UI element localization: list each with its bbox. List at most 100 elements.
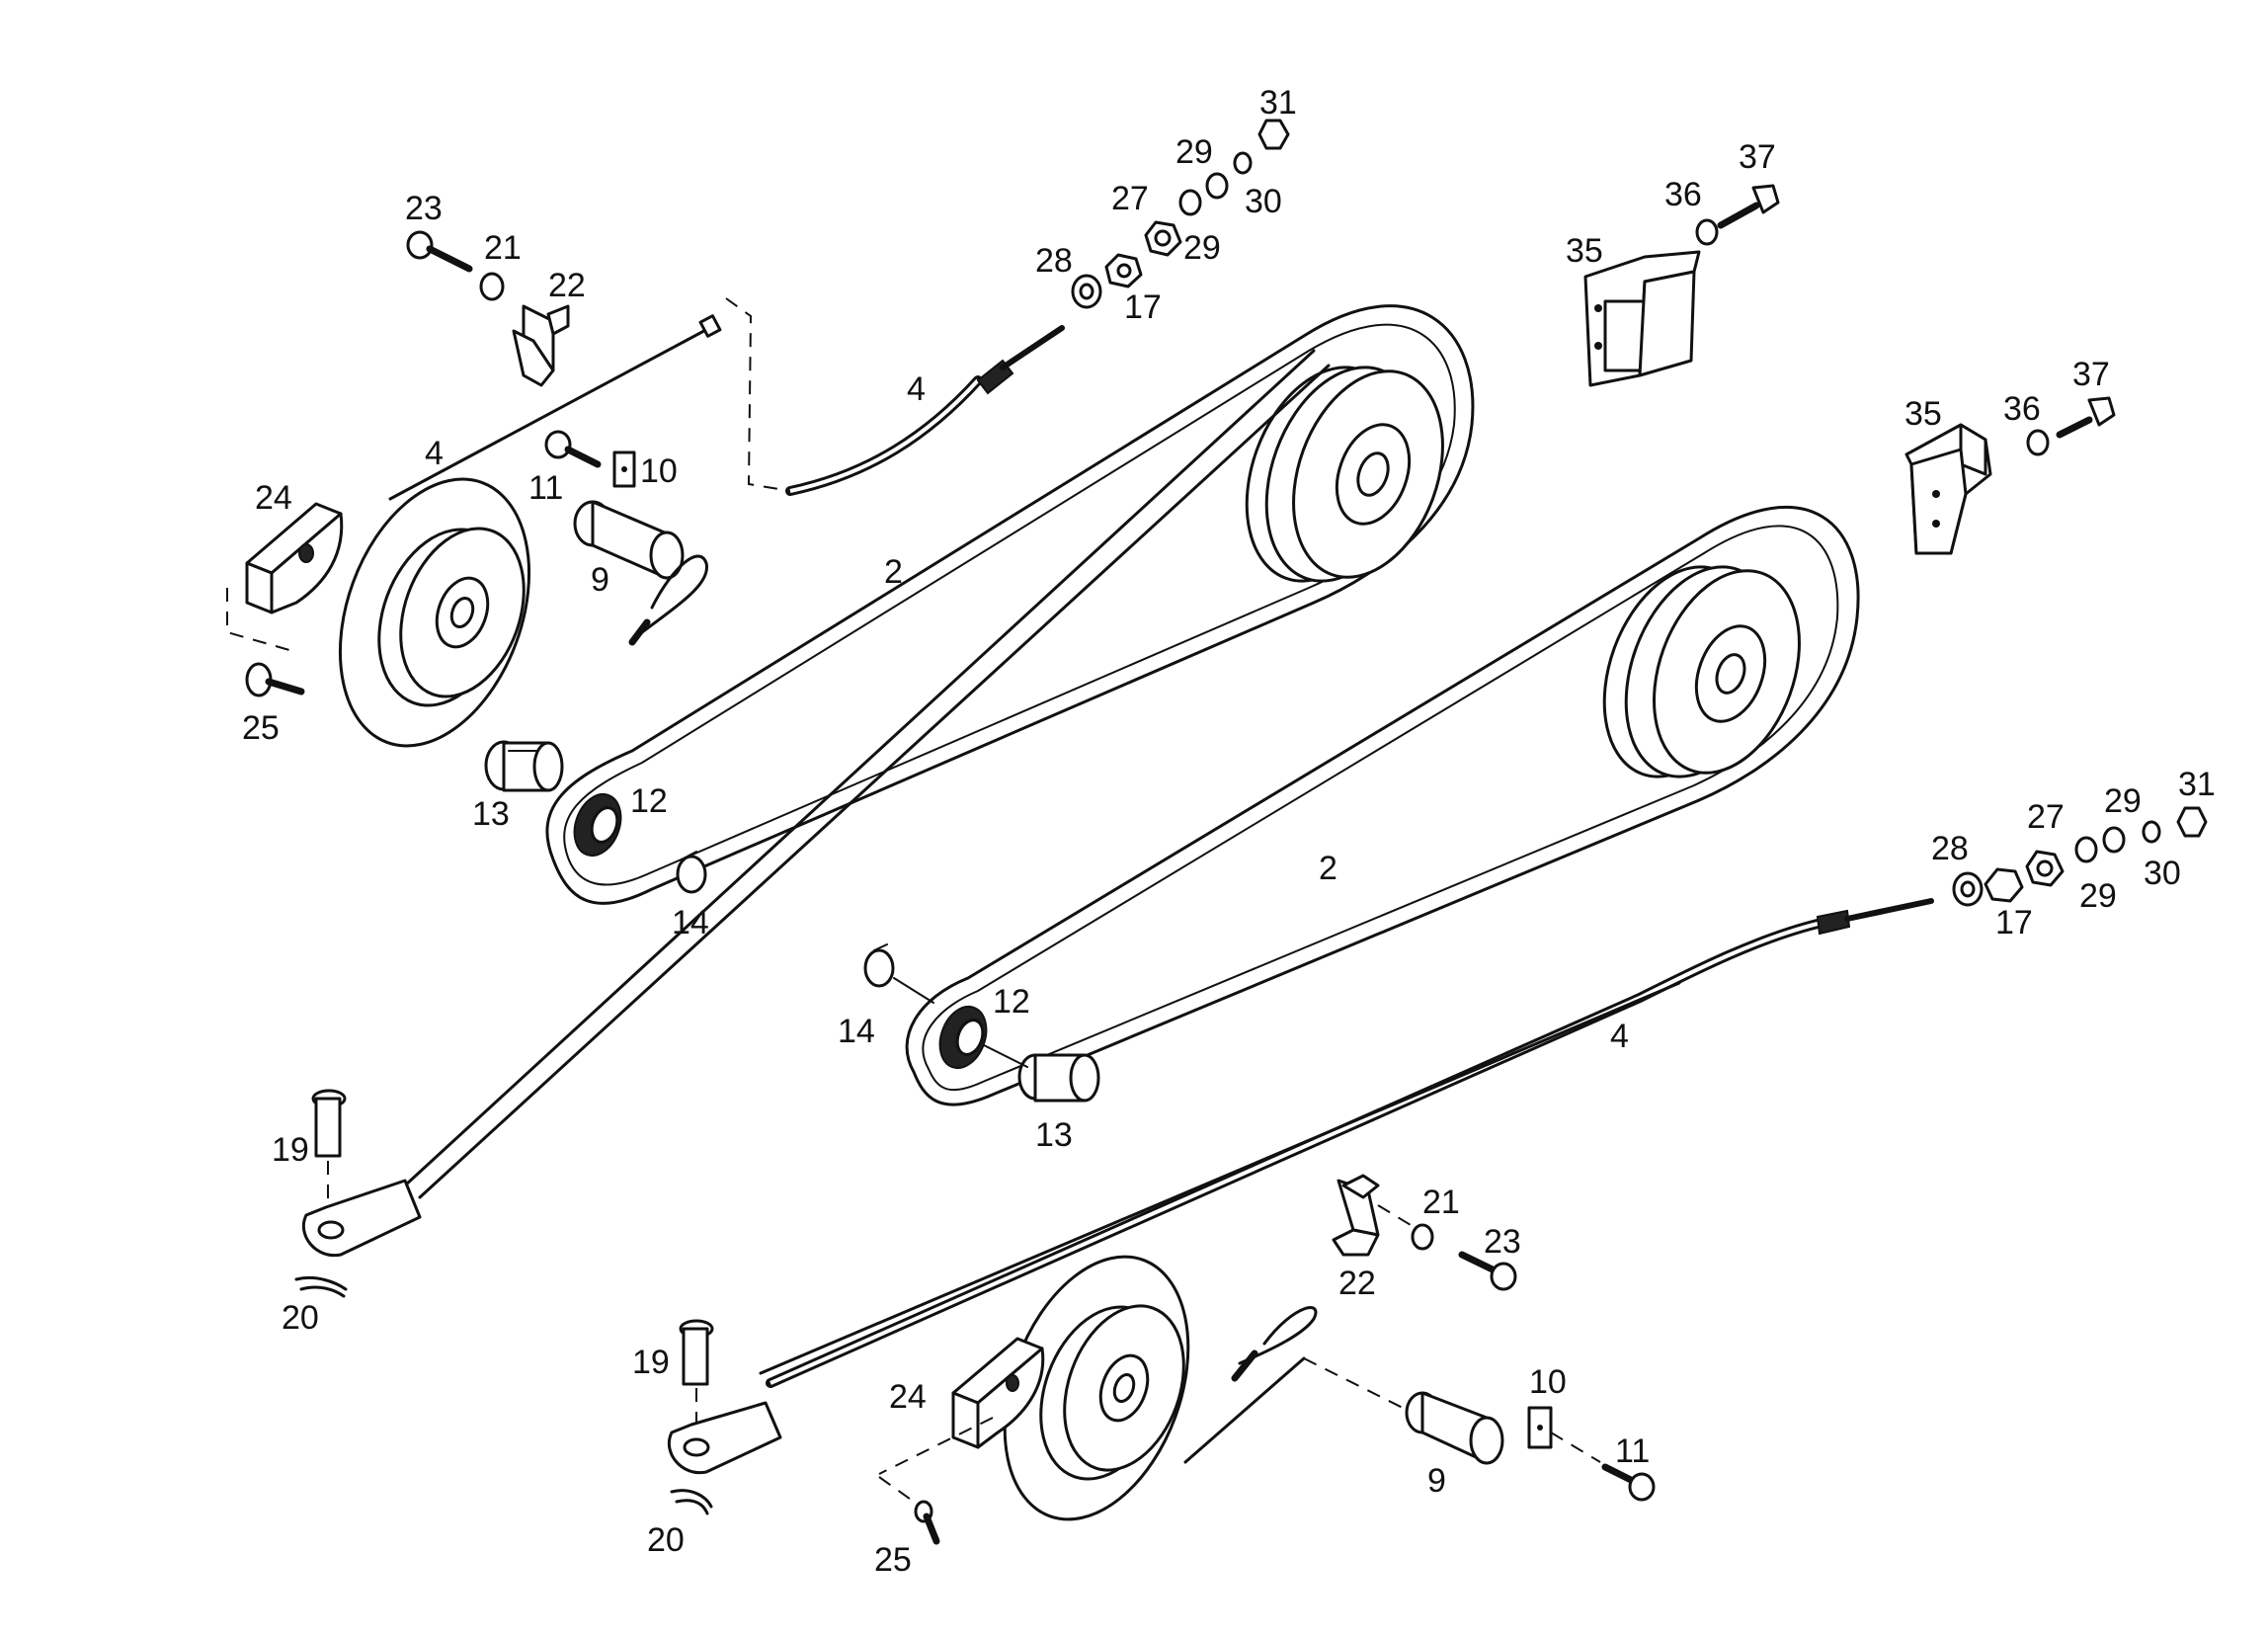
label-29-lower-b: 29 (2079, 877, 2117, 915)
label-17-lower: 17 (1995, 904, 2033, 941)
label-14-lower: 14 (838, 1013, 875, 1050)
lower-assembly (294, 349, 2208, 1545)
label-2-lower: 2 (1319, 850, 1337, 887)
upper-pin-loop (640, 554, 709, 634)
label-27-lower: 27 (2027, 798, 2065, 836)
upper-belt (545, 304, 1475, 905)
label-23: 23 (405, 190, 443, 227)
label-12: 12 (630, 782, 668, 820)
lower-large-pulley (1602, 565, 1801, 778)
label-9-lower: 9 (1427, 1462, 1446, 1500)
label-29: 29 (1175, 133, 1213, 171)
label-20: 20 (282, 1299, 319, 1337)
callout-labels: 23 21 22 4 11 10 24 9 25 13 12 14 2 4 28… (242, 84, 2216, 1579)
label-37: 37 (1739, 138, 1776, 176)
upper-cable-rod (388, 324, 715, 501)
left-clevis-body-lower (668, 1401, 782, 1475)
bolt-37-lower (2056, 396, 2116, 439)
left-clevis-19-upper (311, 1089, 347, 1158)
upper-cable-threaded-end (976, 325, 1065, 395)
label-35: 35 (1566, 232, 1603, 270)
label-31-lower: 31 (2178, 766, 2216, 803)
label-11-lower: 11 (1615, 1432, 1650, 1470)
label-10: 10 (640, 452, 678, 490)
upper-sheathed-cable (785, 375, 983, 496)
label-31: 31 (1259, 84, 1297, 122)
washer-36-lower (2026, 429, 2050, 456)
lower-screw-25 (914, 1500, 940, 1545)
upper-bolt-23 (406, 230, 473, 273)
lower-cable-threaded-end (1816, 898, 1934, 936)
lower-circlip (863, 943, 895, 988)
upper-washer-21 (479, 272, 505, 301)
label-37-b: 37 (2072, 356, 2110, 393)
label-4: 4 (425, 435, 444, 472)
upper-screw-25 (245, 662, 305, 697)
left-cable-loop (338, 477, 531, 748)
left-clevis-19-lower (679, 1319, 714, 1386)
right-brackets (1583, 184, 2116, 555)
label-13: 13 (472, 795, 510, 833)
upper-bracket-24 (245, 502, 344, 614)
upper-bolt-11 (544, 430, 602, 468)
label-23-lower: 23 (1484, 1223, 1521, 1261)
label-2: 2 (884, 553, 903, 591)
label-29-b: 29 (1183, 229, 1221, 267)
lower-hardware-stack (1952, 806, 2208, 907)
upper-bracket-22 (512, 304, 570, 387)
upper-idler-pulley (573, 793, 622, 857)
label-19: 19 (272, 1131, 309, 1169)
label-35-b: 35 (1904, 395, 1942, 433)
lower-bracket-22 (1332, 1174, 1380, 1257)
label-14: 14 (672, 904, 709, 941)
upper-bushing (484, 740, 564, 792)
label-29-lower: 29 (2104, 782, 2142, 820)
lower-bolt-11 (1601, 1463, 1656, 1502)
label-12-lower: 12 (993, 983, 1030, 1021)
label-36-b: 36 (2003, 390, 2041, 428)
lower-cable-inner (759, 981, 1681, 1375)
upper-cable-connector (725, 297, 791, 492)
label-11: 11 (528, 469, 563, 507)
lower-pin-9 (1405, 1391, 1504, 1465)
label-21-lower: 21 (1422, 1184, 1460, 1221)
lower-idler-pulley (938, 1006, 988, 1069)
label-22: 22 (548, 267, 586, 304)
washer-36-upper (1695, 218, 1719, 246)
bracket-35-upper (1583, 250, 1701, 387)
label-13-lower: 13 (1035, 1116, 1073, 1154)
label-28: 28 (1035, 242, 1073, 280)
lower-pulley (1039, 1304, 1185, 1481)
lower-belt (905, 506, 1860, 1106)
label-10-lower: 10 (1529, 1363, 1567, 1401)
label-28-lower: 28 (1931, 830, 1969, 867)
lower-washer-21 (1411, 1223, 1434, 1251)
label-4-upper-cable: 4 (907, 370, 926, 408)
label-22-lower: 22 (1338, 1265, 1376, 1302)
lower-bushing (1017, 1053, 1100, 1103)
label-17: 17 (1124, 288, 1162, 326)
left-cotter-20-upper (294, 1275, 348, 1298)
label-9: 9 (591, 561, 609, 599)
left-pulley (377, 527, 526, 707)
bolt-37-upper (1717, 184, 1780, 229)
left-cotter-20-lower (670, 1489, 713, 1515)
label-24: 24 (255, 479, 292, 517)
upper-large-pulley (1245, 366, 1444, 583)
upper-left-assembly (226, 119, 1475, 905)
lower-left-cable-a (403, 349, 1316, 1187)
upper-pin-9 (573, 500, 685, 580)
label-19-lower: 19 (632, 1344, 670, 1381)
upper-hardware-stack (1071, 119, 1290, 309)
label-24-lower: 24 (889, 1378, 927, 1416)
label-27: 27 (1111, 180, 1149, 217)
label-20-lower: 20 (647, 1521, 685, 1559)
lower-plate-10 (1527, 1406, 1553, 1449)
label-21: 21 (484, 229, 522, 267)
label-4-lower: 4 (1610, 1018, 1629, 1055)
upper-circlip (676, 851, 707, 894)
lower-bolt-23 (1458, 1251, 1517, 1291)
lower-left-cable-b (418, 364, 1331, 1199)
left-clevis-body-upper (302, 1179, 422, 1258)
